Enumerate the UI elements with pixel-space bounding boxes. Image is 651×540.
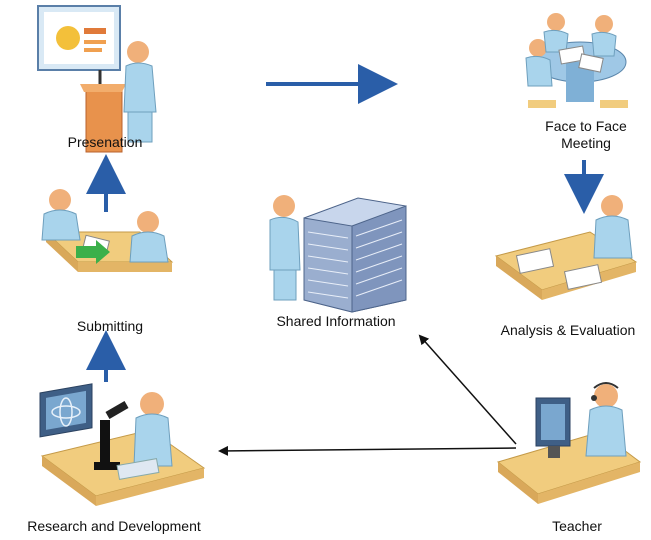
analysis-illustration [494,195,638,300]
meeting-illustration [525,13,628,108]
label-research-development: Research and Development [27,518,201,534]
label-analysis-evaluation: Analysis & Evaluation [500,322,636,338]
label-submitting: Submitting [76,318,144,334]
label-teacher: Teacher [552,518,602,534]
teacher-illustration [496,382,642,504]
submitting-illustration [41,189,174,272]
presentation-illustration [37,5,157,153]
arrow-teacher-to-shared [418,334,517,445]
label-shared-information: Shared Information [276,313,396,329]
label-presentation: Presenation [67,134,143,150]
label-face-to-face-meeting: Face to Face Meeting [545,118,627,151]
arrow-teacher-to-research [218,445,517,456]
connector-arrows [218,334,517,456]
research-illustration [39,383,206,506]
flow-arrows [86,64,604,382]
shared-information-illustration [269,195,407,313]
